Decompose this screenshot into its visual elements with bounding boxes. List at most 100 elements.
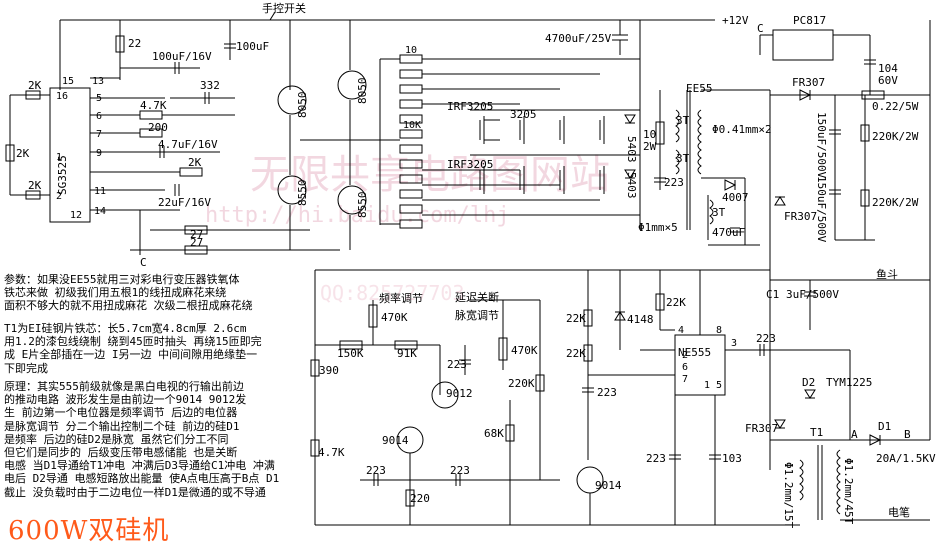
ne555-pin-4: 4 bbox=[678, 325, 684, 336]
label-r10-2w-a: 10 bbox=[643, 128, 656, 141]
label-manual-switch: 手控开关 bbox=[262, 1, 306, 15]
label-fish: 鱼斗 bbox=[876, 267, 898, 281]
label-freq-adj: 频率调节 bbox=[379, 291, 423, 305]
label-q-8550b: 8550 bbox=[356, 192, 369, 219]
label-r-2k-a: 2K bbox=[28, 79, 42, 92]
label-q9014a: 9014 bbox=[382, 434, 409, 447]
page-title: 600W双硅机 bbox=[8, 516, 170, 546]
label-c150uf-a: 150uF/500V bbox=[815, 112, 828, 179]
label-tym1225: TYM1225 bbox=[826, 376, 872, 389]
label-sg3525: SG3525 bbox=[56, 155, 69, 195]
label-q9014b: 9014 bbox=[595, 479, 622, 492]
label-m3205: 3205 bbox=[510, 108, 537, 121]
label-irf3205-b: IRF3205 bbox=[447, 158, 493, 171]
label-r022: 0.22/5W bbox=[872, 100, 919, 113]
label-r91k: 91K bbox=[397, 347, 417, 360]
pin-6: 6 bbox=[96, 111, 102, 122]
label-t3t-b: 3T bbox=[676, 152, 690, 165]
label-point-b: B bbox=[904, 428, 911, 441]
label-q-8050a: 8050 bbox=[296, 92, 309, 119]
label-r-200: 200 bbox=[148, 121, 168, 134]
label-c103: 103 bbox=[722, 452, 742, 465]
pin-1: 1 bbox=[56, 152, 62, 163]
label-r470k-a: 470K bbox=[381, 311, 408, 324]
pin-13: 13 bbox=[92, 76, 104, 87]
label-c223e: 223 bbox=[597, 386, 617, 399]
note-params: 参数：如果没EE55就用三对彩电行变压器铁氧体 铁芯来做 初级我们用五根1的线扭… bbox=[4, 273, 253, 313]
ne555-pin-1: 1 bbox=[704, 380, 710, 391]
label-r10-2w-b: 2W bbox=[643, 140, 657, 153]
label-c223c: 223 bbox=[366, 464, 386, 477]
label-c-top: C bbox=[757, 22, 764, 35]
pin-14: 14 bbox=[94, 206, 106, 217]
label-q-8050b: 8050 bbox=[356, 78, 369, 105]
label-ee55: EE55 bbox=[686, 82, 713, 95]
label-c-332: 332 bbox=[200, 79, 220, 92]
label-fr307a: FR307 bbox=[792, 76, 825, 89]
label-d4148: 4148 bbox=[627, 313, 654, 326]
label-r220k-b: 220K/2W bbox=[872, 196, 919, 209]
label-r22k-c: 22K bbox=[666, 296, 686, 309]
label-r68k: 68K bbox=[484, 427, 504, 440]
label-delay-adj-1: 延迟关断 bbox=[455, 290, 499, 304]
label-r220k-a: 220K/2W bbox=[872, 130, 919, 143]
pin-9: 9 bbox=[96, 148, 102, 159]
label-d4007: 4007 bbox=[722, 191, 749, 204]
label-r10: 10 bbox=[405, 45, 417, 56]
label-r470k-b: 470K bbox=[511, 344, 538, 357]
label-c-bottom: C bbox=[140, 256, 147, 269]
label-c-100uf16v: 100uF/16V bbox=[152, 50, 212, 63]
label-fr307b: FR307 bbox=[784, 210, 817, 223]
label-c104v: 60V bbox=[878, 74, 898, 87]
label-plus12v: +12V bbox=[722, 14, 749, 27]
label-c223d: 223 bbox=[450, 464, 470, 477]
label-delay-adj-2: 脉宽调节 bbox=[455, 308, 499, 322]
ne555-pin-6: 6 bbox=[682, 362, 688, 373]
pin-16: 16 bbox=[56, 91, 68, 102]
label-r-2k-c: 2K bbox=[28, 179, 42, 192]
label-d5403a: 5403 bbox=[625, 136, 638, 163]
ne555-pin-7: 7 bbox=[682, 374, 688, 385]
label-r-47k: 4.7K bbox=[140, 99, 167, 112]
wiring bbox=[5, 11, 931, 526]
label-c1: C1 bbox=[766, 288, 779, 301]
label-r-22: 22 bbox=[128, 37, 141, 50]
label-point-a: A bbox=[851, 428, 858, 441]
pin-5: 5 bbox=[96, 93, 102, 104]
ne555-pin-2: 2 bbox=[682, 350, 688, 361]
label-r-2k-d: 2K bbox=[188, 156, 202, 169]
label-w12-45: Φ1.2mm/45T bbox=[842, 458, 855, 525]
label-c150uf-b: 150uF/500V bbox=[815, 176, 828, 243]
pin-15: 15 bbox=[62, 76, 74, 87]
label-d1: D1 bbox=[878, 420, 891, 433]
label-r150k: 150K bbox=[337, 347, 364, 360]
note-principle: 原理：其实555前级就像是黑白电视的行输出前边 的推动电路 波形发生是由前边一个… bbox=[4, 380, 280, 499]
label-q-8550a: 8550 bbox=[296, 180, 309, 207]
pin-7: 7 bbox=[96, 129, 102, 140]
ne555-pin-3: 3 bbox=[731, 338, 737, 349]
label-pc817: PC817 bbox=[793, 14, 826, 27]
ne555-pin-5: 5 bbox=[716, 380, 722, 391]
label-c223b: 223 bbox=[447, 358, 467, 371]
label-r10k: 10K bbox=[403, 120, 421, 131]
label-probe: 电笔 bbox=[888, 505, 910, 519]
label-d2: D2 bbox=[802, 376, 815, 389]
label-t1: T1 bbox=[810, 426, 823, 439]
label-c-22uf16v: 22uF/16V bbox=[158, 196, 211, 209]
label-wire041: Φ0.41mm×2 bbox=[712, 123, 772, 136]
label-r220k: 220K bbox=[508, 377, 535, 390]
label-irf3205-a: IRF3205 bbox=[447, 100, 493, 113]
label-d1-rating: 20A/1.5KV bbox=[876, 452, 936, 465]
label-c-100uf: 100uF bbox=[236, 40, 269, 53]
label-c223g: 223 bbox=[646, 452, 666, 465]
label-c223f: 223 bbox=[756, 332, 776, 345]
label-ne555: NE555 bbox=[678, 346, 711, 359]
label-r220: 220 bbox=[410, 492, 430, 505]
note-t1: T1为EI硅钢片铁芯：长5.7cm宽4.8cm厚 2.6cm 用1.2的漆包线绕… bbox=[4, 322, 262, 375]
pin-2: 2 bbox=[56, 191, 62, 202]
label-c223a: 223 bbox=[664, 176, 684, 189]
label-r-27a: 27 bbox=[190, 228, 203, 241]
watermark-line3: QQ:825727703 bbox=[320, 281, 465, 305]
label-fr307c: FR307 bbox=[745, 422, 778, 435]
